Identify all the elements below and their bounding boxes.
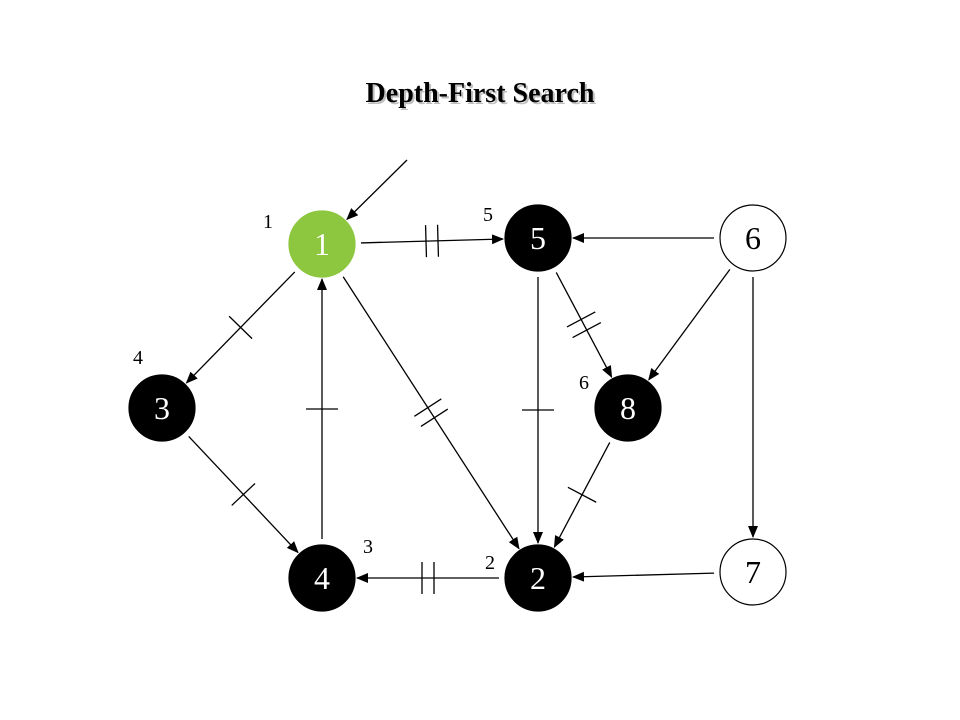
- node-1: 1: [288, 210, 356, 278]
- visit-order-label: 1: [263, 211, 273, 233]
- node-4: 4: [288, 544, 356, 612]
- edge-7-2: [571, 571, 715, 582]
- visit-order-label: 3: [363, 536, 373, 558]
- edge-tick-mark: [228, 315, 253, 340]
- node-8: 8: [594, 374, 662, 442]
- edge-1-5: [360, 234, 505, 245]
- edge-tick-mark: [572, 322, 602, 339]
- edge-tick-mark: [420, 408, 449, 427]
- edge-tick-mark: [231, 483, 256, 506]
- node-label: 3: [154, 390, 170, 426]
- node-circle: [128, 374, 196, 442]
- diagram-title: Depth-First Search: [365, 78, 595, 109]
- node-circle: [719, 538, 787, 606]
- start-arrow: [346, 159, 408, 221]
- node-2: 2: [504, 544, 572, 612]
- visit-order-label: 6: [579, 372, 589, 394]
- node-circle: [594, 374, 662, 442]
- edge-tick-mark: [424, 225, 428, 258]
- edge-tick-mark: [567, 486, 597, 503]
- visit-order-label: 4: [133, 347, 143, 369]
- node-label: 8: [620, 390, 636, 426]
- node-label: 6: [745, 220, 761, 256]
- node-label: 1: [314, 226, 330, 262]
- node-circle: [504, 204, 572, 272]
- edge-5-8: [555, 272, 613, 378]
- node-7: 7: [719, 538, 787, 606]
- node-label: 5: [530, 220, 546, 256]
- edge-6-8: [648, 269, 731, 381]
- edge-1-2: [342, 276, 520, 550]
- node-label: 4: [314, 560, 330, 596]
- node-circle: [719, 204, 787, 272]
- edge-tick-mark: [414, 398, 442, 417]
- node-circle: [288, 544, 356, 612]
- visit-order-label: 2: [485, 552, 495, 574]
- edge-tick-mark: [436, 224, 440, 257]
- node-circle: [288, 210, 356, 278]
- node-label: 2: [530, 560, 546, 596]
- node-6: 6: [719, 204, 787, 272]
- node-5: 5: [504, 204, 572, 272]
- node-3: 3: [128, 374, 196, 442]
- visit-order-label: 5: [483, 204, 493, 226]
- node-label: 7: [745, 554, 761, 590]
- node-circle: [504, 544, 572, 612]
- edge-tick-mark: [566, 311, 596, 328]
